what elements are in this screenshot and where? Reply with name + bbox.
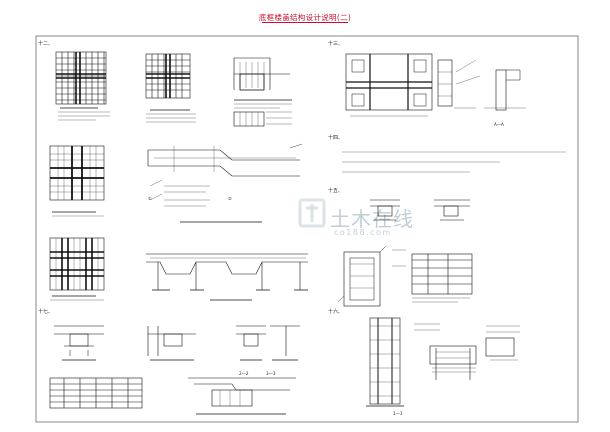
watermark-logo: [298, 198, 326, 228]
panel-15-beam-details: [337, 199, 473, 307]
caption-1-1: 1—1: [393, 411, 403, 416]
watermark-subtext: co188.com: [334, 228, 392, 237]
panel-beam-section: [233, 57, 292, 127]
caption-note-2: ②: [228, 196, 232, 201]
panel-frame-elevation: [345, 53, 433, 117]
title-underline: [262, 22, 348, 23]
section-label-15: 十五、: [328, 188, 344, 194]
panel-wall-detail: [437, 59, 526, 111]
panel-grid-2: [145, 53, 196, 123]
section-label-13: 十三、: [328, 41, 344, 47]
watermark-text: 土木在线: [330, 207, 414, 231]
panel-double-grid: [49, 237, 105, 301]
panel-16-column-elevation: [366, 317, 520, 407]
caption-note-1: ①: [148, 196, 152, 201]
section-label-12: 十二、: [38, 41, 54, 47]
section-label-17: 十七、: [38, 309, 54, 315]
sheet-title: 底框楼盖结构设计说明(二): [258, 13, 352, 22]
panel-slab-section: [147, 143, 303, 223]
section-label-14: 十四、: [328, 135, 344, 141]
section-label-16: 十六、: [328, 309, 344, 315]
panel-column-cross: [49, 145, 105, 217]
caption-2-2: 2—2: [239, 371, 249, 376]
panel-grid-1: [55, 51, 110, 121]
panel-schedule-table: [49, 377, 143, 409]
sheet-frame: [35, 35, 579, 423]
caption-a-a: A—A: [494, 122, 504, 127]
caption-3-3: 3—3: [266, 371, 276, 376]
panel-joint-details: [54, 325, 300, 361]
panel-14-lines: [342, 151, 566, 173]
panel-stair-section: [146, 253, 308, 301]
panel-bottom-section: [188, 377, 296, 415]
